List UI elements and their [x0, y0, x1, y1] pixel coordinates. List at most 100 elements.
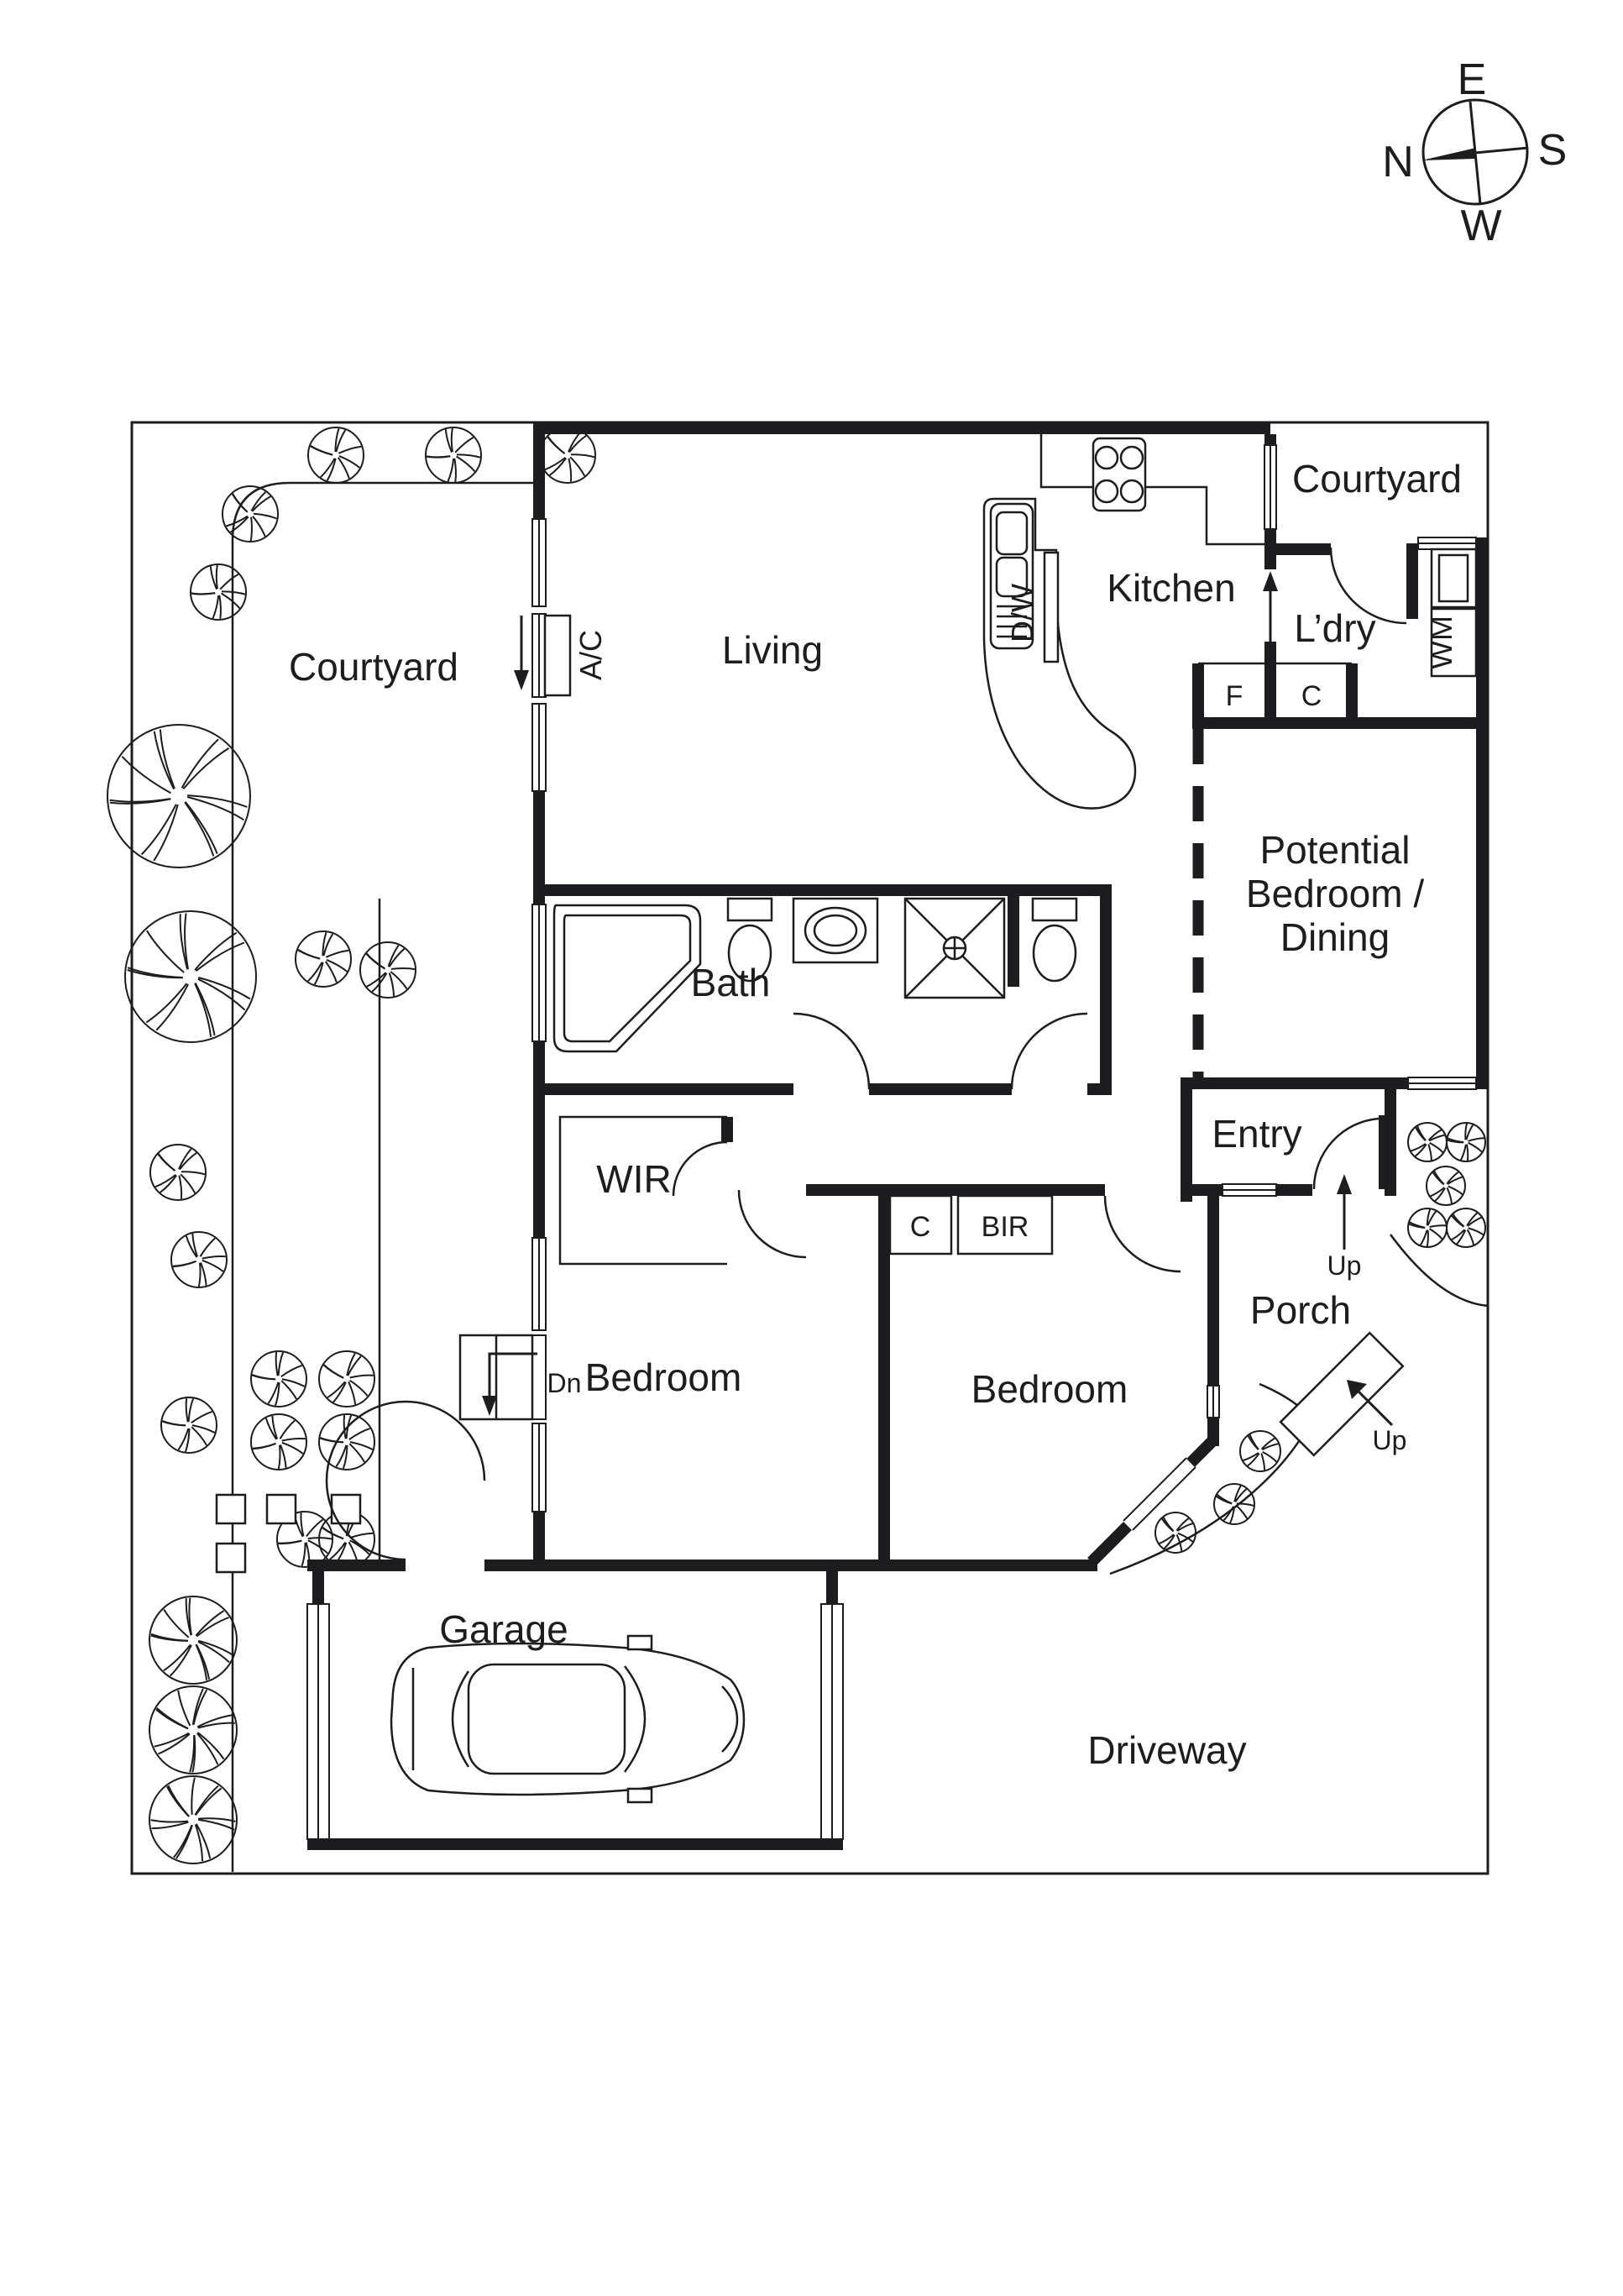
door-arcs: [325, 547, 1407, 1561]
bath-tub: [552, 904, 702, 1053]
label-bath: Bath: [691, 961, 771, 1004]
paver: [330, 1493, 362, 1525]
label-bir: BIR: [982, 1211, 1029, 1243]
tree-branch: [1447, 1176, 1463, 1185]
tree-branch: [1468, 1227, 1484, 1236]
tree-branch: [371, 972, 388, 993]
tree-branch: [322, 931, 327, 957]
fixture-labels: A/C D/W WM F C C BIR: [573, 584, 1458, 1243]
tree-branch: [349, 1532, 374, 1539]
tree-branch: [167, 1785, 190, 1817]
tree-branch: [1446, 1187, 1453, 1204]
tree-branch: [153, 731, 175, 790]
tree-branch: [189, 1735, 196, 1773]
tree-branch: [191, 1426, 207, 1446]
compass: E S N W: [1382, 55, 1567, 250]
tree-branch: [226, 515, 249, 527]
dishwasher-bench: [1043, 551, 1060, 663]
tree-branch: [145, 930, 185, 973]
tree-branch: [570, 453, 595, 459]
tree-branch: [196, 1714, 233, 1728]
tree-branch: [194, 983, 212, 1037]
bedroom1-door-arc: [737, 1189, 807, 1259]
tree-branch: [426, 455, 451, 459]
tree-branch: [320, 1437, 344, 1444]
tree-branch: [150, 1633, 188, 1642]
label-potential-2: Bedroom /: [1246, 872, 1424, 915]
tree-branch: [307, 962, 323, 983]
tree-branch: [279, 1419, 296, 1439]
tree-branch: [456, 453, 481, 459]
tree-branch: [198, 977, 251, 1000]
tree-branch: [177, 1690, 191, 1727]
tree-branch: [194, 931, 238, 971]
tree-branch: [346, 1353, 356, 1376]
tree-branch: [1416, 1125, 1427, 1141]
tree-branch: [281, 1441, 304, 1455]
tree-branch: [1177, 1532, 1194, 1543]
air-conditioner-unit: [543, 614, 572, 697]
tree-branch: [297, 948, 321, 960]
tree-branch: [338, 454, 360, 469]
tree-branch: [1459, 1144, 1467, 1161]
tree-branch: [307, 1539, 328, 1554]
tree-branch: [1451, 1229, 1466, 1241]
vanity: [792, 897, 879, 964]
tree-branch: [328, 1542, 347, 1561]
compass-north-label: N: [1382, 138, 1414, 186]
walls: [307, 422, 1488, 1850]
bath-door-arc: [793, 1012, 871, 1090]
tree-branch: [184, 801, 215, 857]
tree-branch: [1243, 1452, 1259, 1461]
tree-branch: [155, 983, 189, 1031]
tree-branch: [1262, 1451, 1278, 1463]
tree-branch: [325, 949, 349, 958]
tree-branch: [1247, 1453, 1260, 1467]
cupboard-box: [888, 1194, 953, 1255]
tree-branch: [181, 1171, 206, 1176]
tree-branch: [1260, 1437, 1275, 1450]
tree-branch: [191, 1777, 196, 1815]
tree-branch: [157, 1153, 176, 1172]
tree-branch: [275, 1351, 279, 1376]
tree-branch: [145, 983, 188, 1024]
tree-branch: [197, 978, 246, 1011]
tree-branch: [278, 1539, 302, 1544]
paver: [215, 1542, 247, 1574]
tree-branch: [267, 1381, 280, 1404]
tree-branch: [327, 1381, 346, 1399]
tree-branch: [390, 967, 416, 971]
bedroom2-door-arc: [1103, 1195, 1181, 1273]
tree-branch: [196, 1732, 225, 1760]
tree-branch: [187, 794, 248, 808]
tree-branch: [191, 1424, 216, 1434]
car: [390, 1634, 746, 1804]
tree-branch: [212, 595, 220, 619]
diagonal-window: [1123, 1457, 1196, 1531]
tree-branch: [179, 1151, 197, 1171]
compass-circle: [1421, 98, 1529, 206]
tree-branch: [251, 495, 271, 512]
tree-branch: [1429, 1142, 1444, 1154]
label-wm: WM: [1424, 616, 1458, 669]
tree-branch: [180, 1173, 196, 1194]
tree-branch: [569, 456, 586, 477]
tree-branch: [306, 1518, 324, 1538]
tree-branch: [153, 804, 179, 862]
tree-branch: [158, 1732, 191, 1755]
tree-branch: [196, 1732, 219, 1765]
tree-branch: [178, 1175, 183, 1199]
tree-branch: [349, 1374, 374, 1379]
tree-branch: [1434, 1187, 1446, 1202]
tree-branch: [1433, 1170, 1445, 1185]
tree-branch: [320, 458, 336, 479]
tree-branch: [271, 1415, 279, 1439]
label-porch: Porch: [1250, 1288, 1351, 1332]
tree-branch: [252, 516, 266, 537]
tree-branch: [1427, 1210, 1437, 1226]
tree-branch: [1419, 1229, 1428, 1246]
tree-branch: [163, 1643, 191, 1672]
tree-branch: [1447, 1137, 1464, 1144]
stepping-stones: [215, 1493, 362, 1574]
